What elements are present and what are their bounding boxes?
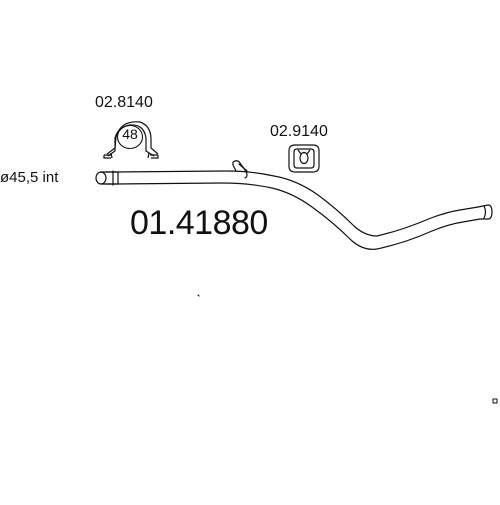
clamp-size-label: 48 bbox=[122, 126, 138, 142]
clamp-icon bbox=[103, 121, 159, 159]
main-part-number: 01.41880 bbox=[130, 204, 268, 242]
rubber-hanger-icon bbox=[288, 144, 320, 173]
clamp-part-number: 02.8140 bbox=[95, 94, 153, 111]
hanger-part-number: 02.9140 bbox=[270, 123, 328, 140]
exhaust-pipe-icon bbox=[95, 160, 498, 404]
pipe-diameter-label: ø45,5 int bbox=[0, 169, 59, 186]
